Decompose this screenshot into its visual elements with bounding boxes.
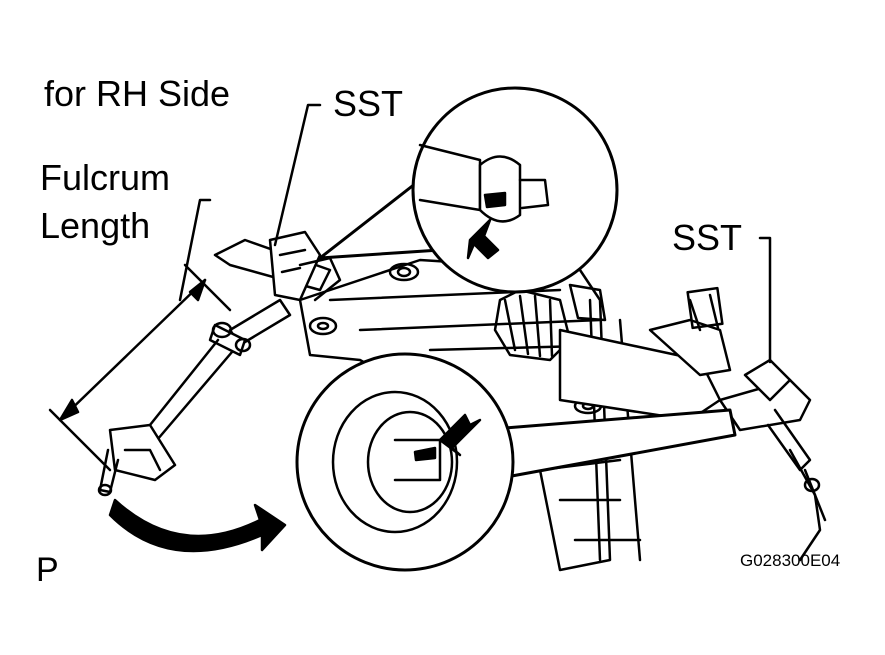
figure-code: G028300E04 <box>740 551 841 570</box>
right-sst-tool <box>718 358 827 562</box>
rack-tube <box>558 286 732 422</box>
sst-label-right: SST <box>672 217 743 258</box>
side-label: for RH Side <box>44 73 231 114</box>
sst-label-top: SST <box>333 83 404 124</box>
corner-letter: P <box>36 551 59 589</box>
torque-wrench <box>97 321 252 497</box>
rotation-arrow <box>108 498 287 553</box>
upper-detail-callout <box>318 86 619 294</box>
fulcrum-label-line2: Length <box>40 205 151 246</box>
left-sst-tool <box>213 230 342 347</box>
fulcrum-dimension <box>48 263 232 472</box>
fulcrum-label-line1: Fulcrum <box>40 157 171 198</box>
leader-lines <box>178 103 772 364</box>
lower-detail-callout <box>295 352 737 572</box>
